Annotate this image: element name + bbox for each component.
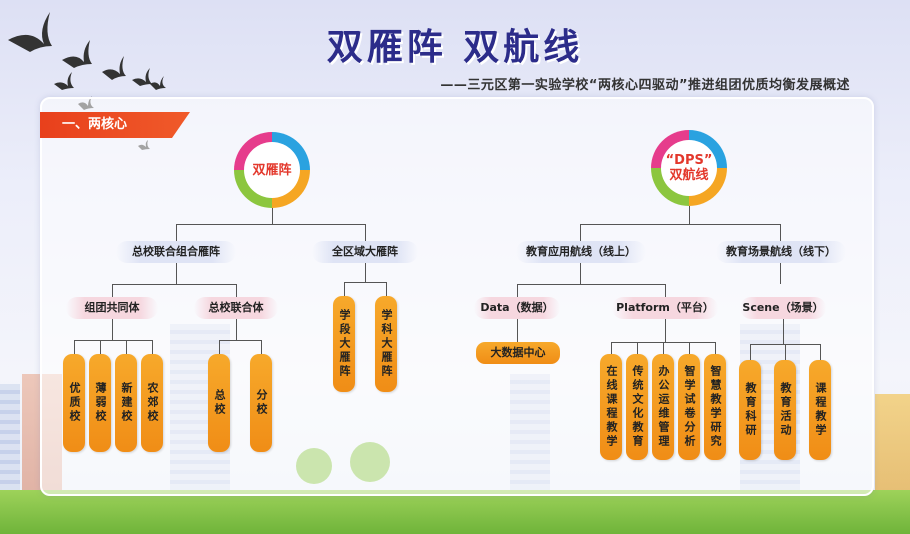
sub-branch-node: 总校联合体 — [194, 297, 278, 319]
core-label-line1: “DPS” — [665, 153, 713, 168]
leaf-node: 智学试卷分析 — [678, 354, 700, 460]
leaf-node: 大数据中心 — [476, 342, 560, 364]
branch-node: 教育应用航线（线上） — [516, 241, 646, 263]
leaf-node: 教育科研 — [739, 360, 761, 460]
leaf-node: 薄弱校 — [89, 354, 111, 452]
leaf-node: 总校 — [208, 354, 230, 452]
background-building — [875, 394, 910, 494]
core-ring-shuangyanzhen: 双雁阵 — [234, 132, 310, 208]
leaf-node: 办公运维管理 — [652, 354, 674, 460]
page-subtitle: ——三元区第一实验学校“两核心四驱动”推进组团优质均衡发展概述 — [440, 78, 850, 93]
core-label-line2: 双航线 — [669, 168, 709, 183]
background-building — [0, 384, 20, 494]
content-panel — [40, 97, 874, 496]
leaf-node: 新建校 — [115, 354, 137, 452]
sub-branch-node: Platform（平台） — [612, 297, 718, 319]
core-ring-dps: “DPS” 双航线 — [651, 130, 727, 206]
branch-node: 教育场景航线（线下） — [716, 241, 846, 263]
core-label: 双雁阵 — [252, 162, 292, 178]
leaf-node: 分校 — [250, 354, 272, 452]
leaf-node: 课程教学 — [809, 360, 831, 460]
leaf-node: 学科大雁阵 — [375, 296, 397, 392]
leaf-node: 智慧教学研究 — [704, 354, 726, 460]
section-tag: 一、两核心 — [40, 112, 190, 138]
branch-node: 总校联合组合雁阵 — [116, 241, 236, 263]
leaf-node: 优质校 — [63, 354, 85, 452]
grass-ground — [0, 490, 910, 534]
leaf-node: 在线课程教学 — [600, 354, 622, 460]
leaf-node: 学段大雁阵 — [333, 296, 355, 392]
sub-branch-node: Data（数据） — [474, 297, 560, 319]
page-title: 双雁阵 双航线 — [326, 27, 584, 68]
leaf-node: 教育活动 — [774, 360, 796, 460]
branch-node: 全区域大雁阵 — [312, 241, 418, 263]
leaf-node: 农郊校 — [141, 354, 163, 452]
leaf-node: 传统文化教育 — [626, 354, 648, 460]
sub-branch-node: 组团共同体 — [66, 297, 158, 319]
sub-branch-node: Scene（场景） — [740, 297, 826, 319]
